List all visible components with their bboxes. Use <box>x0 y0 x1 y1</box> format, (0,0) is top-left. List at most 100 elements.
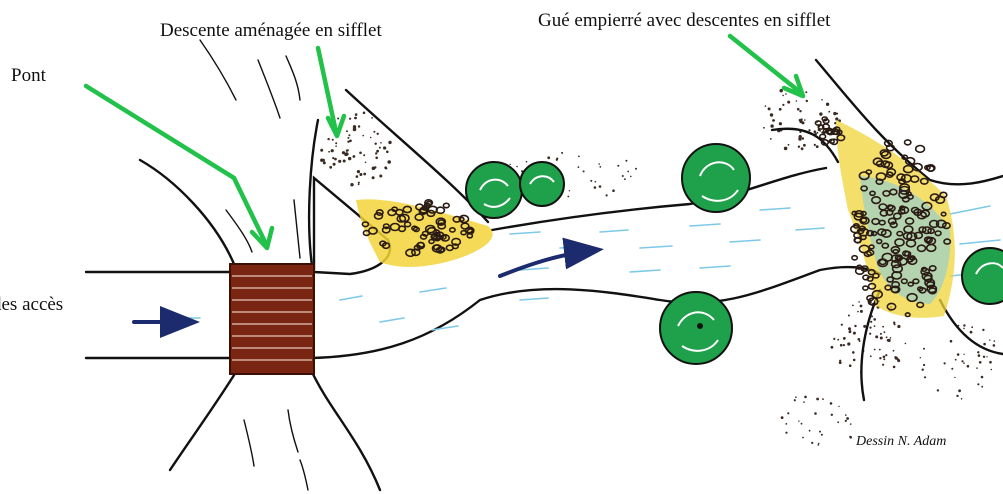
texture-dot <box>372 176 375 179</box>
texture-dot <box>994 340 996 342</box>
texture-dot <box>863 286 868 290</box>
texture-dot <box>820 134 826 138</box>
texture-dot <box>963 354 964 355</box>
texture-dot <box>967 365 970 368</box>
texture-dot <box>819 130 821 132</box>
texture-dot <box>875 335 878 338</box>
texture-dot <box>796 100 798 102</box>
texture-dot <box>385 168 387 170</box>
texture-dot <box>849 364 852 367</box>
texture-dot <box>348 157 351 160</box>
texture-dot <box>874 325 876 327</box>
texture-dot <box>989 339 990 340</box>
texture-dot <box>890 337 892 339</box>
texture-dot <box>821 99 823 101</box>
bridge-approach-bottom-left <box>170 372 236 470</box>
texture-dot <box>590 180 592 182</box>
texture-dot <box>897 359 900 362</box>
texture-dot <box>599 166 601 168</box>
texture-dot <box>993 344 996 347</box>
texture-dot <box>838 406 839 407</box>
texture-dot <box>905 140 911 145</box>
texture-dot <box>859 340 861 342</box>
texture-dot <box>358 184 360 186</box>
texture-dot <box>355 113 358 116</box>
texture-dot <box>905 343 907 345</box>
texture-dot <box>979 361 982 364</box>
texture-dot <box>794 399 796 401</box>
texture-dot <box>342 151 345 154</box>
sketch-stroke-2 <box>258 60 280 118</box>
texture-dot <box>801 118 803 120</box>
texture-dot <box>348 134 350 136</box>
texture-dot <box>879 349 881 351</box>
texture-dot <box>950 340 953 343</box>
texture-dot <box>924 376 926 378</box>
texture-dot <box>828 111 830 113</box>
texture-dot <box>765 105 767 107</box>
texture-dot <box>365 162 367 164</box>
texture-dot <box>816 145 819 148</box>
texture-dot <box>978 354 981 357</box>
texture-dot <box>845 414 847 416</box>
texture-dot <box>847 342 850 345</box>
texture-dot <box>971 326 973 328</box>
texture-dot <box>837 421 839 423</box>
texture-dot <box>963 324 965 326</box>
texture-dot <box>879 357 881 359</box>
texture-dot <box>804 396 807 399</box>
texture-dot <box>977 383 979 385</box>
label-acces: des accès <box>0 294 63 316</box>
texture-dot <box>863 325 866 328</box>
texture-dot <box>922 369 924 371</box>
texture-dot <box>335 145 337 147</box>
texture-dot <box>852 256 857 260</box>
texture-dot <box>916 146 925 153</box>
texture-dot <box>963 362 965 364</box>
texture-dot <box>630 176 632 178</box>
texture-dot <box>337 118 339 120</box>
texture-dot <box>981 376 984 379</box>
texture-dot <box>831 414 833 416</box>
texture-dot <box>356 175 359 178</box>
texture-dot <box>882 364 884 366</box>
sketch-stroke-6 <box>244 420 254 466</box>
texture-dot <box>860 305 863 308</box>
texture-dot <box>860 310 863 313</box>
texture-dot <box>852 305 854 307</box>
texture-dot <box>944 362 946 364</box>
texture-dot <box>885 354 887 356</box>
texture-dot <box>814 144 816 146</box>
texture-dot <box>443 203 449 207</box>
texture-dot <box>833 338 835 340</box>
texture-dot <box>814 412 817 415</box>
texture-dot <box>814 130 817 133</box>
texture-dot <box>787 412 789 414</box>
texture-dot <box>849 436 852 439</box>
texture-dot <box>386 151 389 154</box>
drawing-credit: Dessin N. Adam <box>856 434 946 450</box>
texture-dot <box>886 336 888 338</box>
texture-dot <box>982 329 984 331</box>
texture-dot <box>831 346 834 349</box>
texture-dot <box>802 137 804 139</box>
texture-dot <box>338 160 341 163</box>
texture-dot <box>802 437 804 439</box>
texture-dot <box>956 395 958 397</box>
texture-dot <box>347 141 349 143</box>
texture-dot <box>343 160 346 163</box>
texture-dot <box>816 398 819 401</box>
texture-dot <box>785 423 787 425</box>
texture-dot <box>837 339 839 341</box>
texture-dot <box>955 359 957 361</box>
texture-dot <box>961 360 963 362</box>
texture-dot <box>770 113 773 116</box>
texture-dot <box>583 170 585 172</box>
texture-dot <box>836 113 838 115</box>
label-descente-sifflet: Descente aménagée en sifflet <box>160 20 382 42</box>
texture-dot <box>803 401 805 403</box>
texture-dot <box>976 367 978 369</box>
texture-dot <box>357 170 360 173</box>
texture-dot <box>345 152 349 156</box>
